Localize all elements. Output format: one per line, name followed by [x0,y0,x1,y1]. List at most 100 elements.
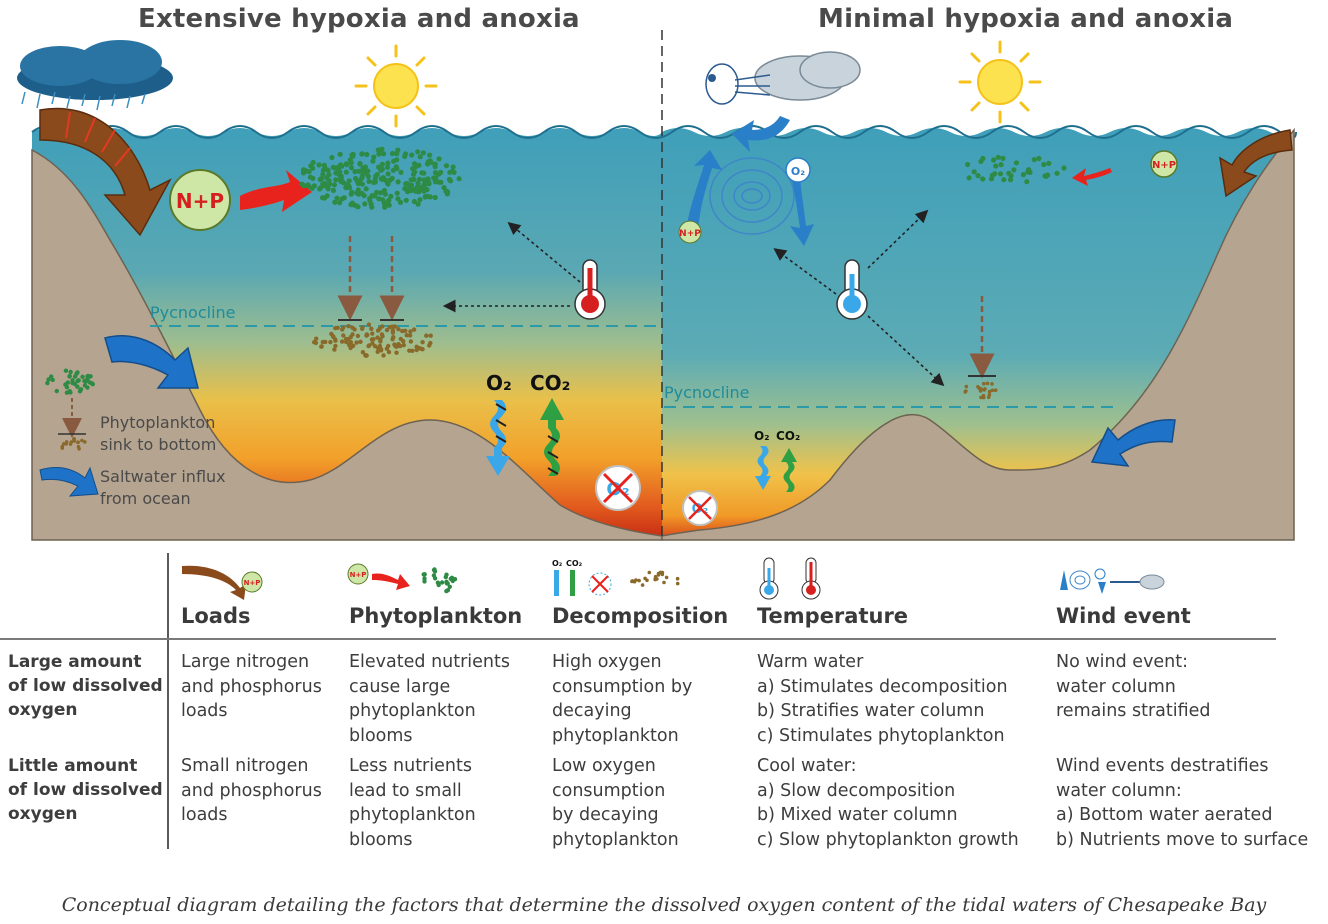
legend-phytoplankton-icon [45,368,96,395]
phytoplankton-cell [349,152,355,158]
sunken-cell [401,339,406,344]
sunken-cell [380,334,385,339]
sunken-cell [420,347,425,352]
sunken-cell [370,331,375,336]
water-mixing-swirl-icon [709,157,795,235]
phytoplankton-cell [381,187,387,194]
sunken-cell [987,389,992,394]
legend-sunk-cell [83,440,87,444]
phytoplankton-cell [991,157,997,163]
legend-cell [50,377,55,383]
phytoplankton-cell [355,204,361,210]
col-header-loads: Loads [181,604,251,628]
phytoplankton-cell [376,196,382,202]
phytoplankton-cell [338,178,344,184]
svg-text:CO₂: CO₂ [566,559,583,568]
nutrient-to-bloom-arrow [240,170,312,212]
sunken-cell [400,328,405,334]
phytoplankton-cell [310,165,316,171]
sunken-cell [428,333,433,338]
sunken-cell [351,343,356,348]
phytoplankton-cell [1031,157,1037,163]
phytoplankton-cell [456,176,462,182]
phytoplankton-cell [371,179,377,185]
oxygen-downwelling-arrow [790,178,814,246]
phytoplankton-cell [334,195,340,201]
phytoplankton-cell [391,158,397,164]
sunken-cell [963,390,967,394]
phytoplankton-cell [403,181,409,187]
cell-little-phytoplankton: Less nutrients lead to small phytoplankt… [349,756,476,850]
sun-icon-left [354,44,438,128]
legend-cell [78,387,83,392]
phytoplankton-cell [411,198,417,205]
phytoplankton-cell [367,198,373,204]
phytoplankton-cell [343,161,349,167]
sunken-cell [408,329,413,334]
sunken-cell [979,387,983,391]
co2-production-arrow-left [540,398,564,476]
phytoplankton-cell [331,182,337,188]
header-bloom-dots [421,567,458,594]
svg-text:N+P: N+P [350,571,367,579]
phytoplankton-cell [417,197,423,203]
svg-text:O₂: O₂ [552,559,563,568]
phytoplankton-cell [389,150,396,157]
nutrient-upwelling-arrow [686,150,722,232]
sunken-cell [333,343,338,349]
phytoplankton-cell [408,182,415,188]
phytoplankton-cell [346,185,353,191]
sunken-cell [985,381,990,386]
phytoplankton-cell [425,159,431,165]
header-sunk-cell [647,570,652,575]
phytoplankton-cell [317,186,323,192]
sunken-cell [407,333,413,338]
svg-text:N+P: N+P [1152,160,1176,171]
svg-text:O₂: O₂ [791,165,805,178]
phytoplankton-cell [348,202,354,208]
phytoplankton-cell [421,177,427,183]
sinking-phytoplankton-arrows [337,236,405,321]
header-cell [439,580,445,585]
phytoplankton-cell [384,164,391,170]
phytoplankton-cell [417,154,423,160]
phytoplankton-bloom-small [965,154,1067,185]
header-cell [449,575,455,580]
phytoplankton-cell [395,196,401,202]
phytoplankton-cell [395,179,401,185]
sunken-cell [964,384,969,389]
bay-cross-section-diagram: Pycnocline Pycnocline [17,30,1297,541]
sunken-cell [398,343,403,349]
table-header-icons: N+P N+P O₂ CO₂ [182,557,1165,600]
cell-little-loads: Small nitrogen and phosphorus loads [181,756,322,825]
legend-cell [64,385,70,390]
sunken-cell [377,326,382,331]
sunken-cell [375,349,380,354]
phytoplankton-cell [338,162,344,168]
legend-sunk-cell [80,438,84,443]
legend-cell [49,374,54,379]
col-header-temperature: Temperature [757,604,909,628]
sunken-cell [333,338,338,343]
sunken-cell [355,333,361,339]
sunken-cell [372,344,378,349]
co2-label-left: CO₂ [530,371,570,395]
header-sunk-cell [656,573,661,577]
oxygen-consumption-arrow-right [755,446,771,490]
sunken-cell [350,325,355,330]
co2-label-right: CO₂ [776,429,800,443]
sunken-cell [348,340,353,345]
sunken-cell [424,333,429,338]
legend-cell [65,380,71,385]
header-cell [422,579,427,584]
cell-large-wind: No wind event: water column remains stra… [1056,652,1211,721]
col-header-phytoplankton: Phytoplankton [349,604,523,628]
phytoplankton-cell [1054,170,1060,176]
sunken-cell [344,339,349,345]
sunken-cell [404,333,409,338]
phytoplankton-cell [436,179,442,185]
phytoplankton-cell [1006,170,1012,176]
load-arrow-icon: N+P [182,565,263,600]
phytoplankton-cell [394,190,400,196]
sun-icon-right [958,40,1042,124]
